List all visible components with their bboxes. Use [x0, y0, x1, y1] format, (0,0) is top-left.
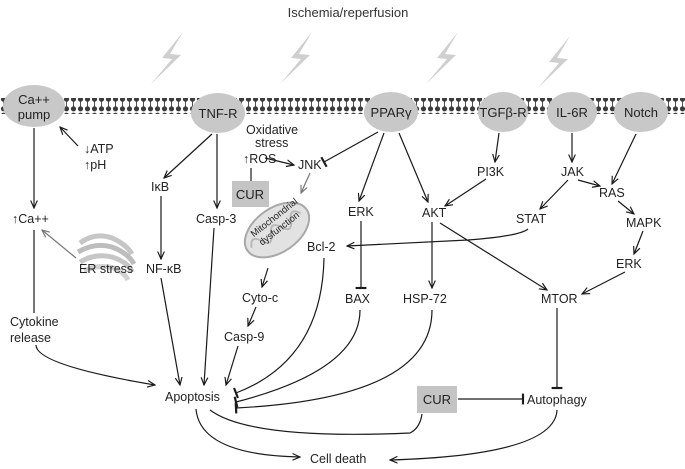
- cur-top-label: CUR: [236, 187, 264, 202]
- casp-9-label: Casp-9: [224, 330, 264, 344]
- bcl-2-label: Bcl-2: [307, 240, 336, 254]
- lightning-bolt-icon: [538, 36, 570, 88]
- tgf-beta-r-label: TGFβ-R: [479, 105, 526, 120]
- oxidative-stress-line2: stress: [255, 136, 288, 150]
- apoptosis-label: Apoptosis: [165, 390, 220, 404]
- cytokine-release-line2: release: [10, 331, 51, 345]
- ca-pump-receptor: Ca++ pump: [3, 85, 65, 127]
- endoplasmic-reticulum-icon: [76, 233, 137, 282]
- calcium-label: ↑Ca++: [12, 212, 49, 226]
- ca-pump-label-line1: Ca++: [18, 92, 50, 107]
- cytokine-release-line1: Cytokine: [10, 315, 59, 329]
- erk-left-label: ERK: [348, 205, 374, 219]
- notch-receptor: Notch: [614, 92, 668, 132]
- atp-label: ↓ATP: [84, 142, 114, 156]
- lightning-bolt-icon: [151, 32, 183, 84]
- bax-label: BAX: [345, 292, 371, 306]
- tgf-beta-r-receptor: TGFβ-R: [478, 92, 528, 132]
- cell-death-label: Cell death: [310, 452, 366, 466]
- ppar-gamma-label: PPARγ: [371, 105, 412, 120]
- curcumin-box-top: CUR: [232, 181, 269, 207]
- er-stress-label: ER stress: [79, 262, 133, 276]
- lightning-bolt-icon: [426, 32, 458, 84]
- jnk-label: JNK: [298, 158, 322, 172]
- cyto-c-label: Cyto-c: [242, 291, 278, 305]
- pi3k-label: PI3K: [477, 165, 505, 179]
- akt-label: AKT: [422, 206, 447, 220]
- nf-kb-label: NF-κB: [146, 262, 181, 276]
- oxidative-stress-line1: Oxidative: [246, 123, 298, 137]
- ca-pump-label-line2: pump: [18, 107, 51, 122]
- diagram-title: Ischemia/reperfusion: [288, 5, 409, 20]
- cur-bottom-label: CUR: [423, 392, 451, 407]
- jak-label: JAK: [561, 165, 585, 179]
- mapk-label: MAPK: [626, 216, 662, 230]
- il-6r-label: IL-6R: [556, 105, 588, 120]
- ras-label: RAS: [599, 186, 625, 200]
- mtor-label: MTOR: [541, 292, 578, 306]
- autophagy-label: Autophagy: [527, 393, 588, 407]
- ikb-label: IκB: [151, 180, 169, 194]
- tnf-r-receptor: TNF-R: [191, 93, 245, 133]
- ppar-gamma-receptor: PPARγ: [364, 92, 418, 132]
- hsp-72-label: HSP-72: [403, 292, 447, 306]
- ros-label: ↑ROS: [243, 152, 276, 166]
- erk-right-label: ERK: [616, 257, 642, 271]
- casp-3-label: Casp-3: [196, 212, 236, 226]
- curcumin-box-bottom: CUR: [417, 386, 457, 413]
- mitochondrion-icon: [243, 201, 311, 259]
- lightning-bolt-icon: [280, 32, 312, 84]
- il-6r-receptor: IL-6R: [547, 92, 597, 132]
- ph-label: ↑pH: [84, 158, 106, 172]
- notch-label: Notch: [624, 105, 658, 120]
- tnf-r-label: TNF-R: [199, 106, 238, 121]
- stat-label: STAT: [516, 212, 546, 226]
- pathway-edges: [34, 127, 644, 460]
